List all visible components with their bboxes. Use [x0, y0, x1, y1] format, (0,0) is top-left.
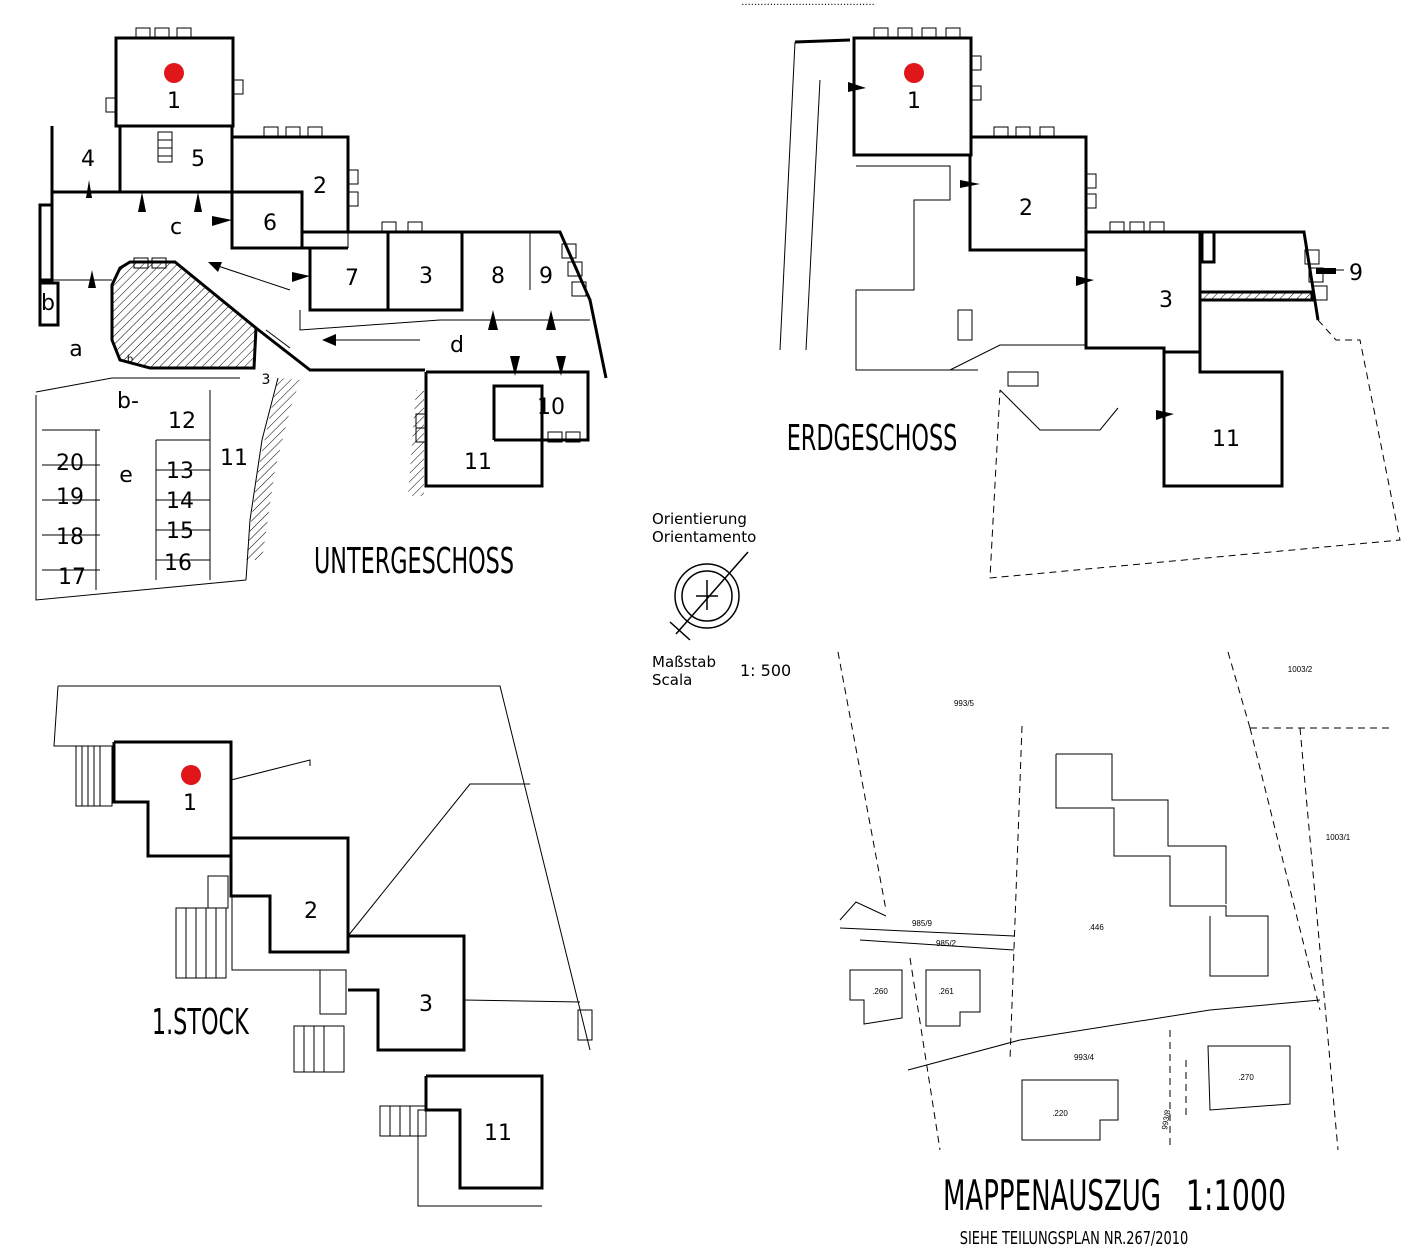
legend-scale-it: Scala: [652, 671, 692, 689]
legend: Orientierung Orientamento Maßstab Scala …: [652, 510, 791, 689]
ug-unit-7-3: [308, 230, 464, 312]
parcel-260: .260: [872, 987, 888, 996]
parcel-220: .220: [1052, 1109, 1068, 1118]
ug-label-8: 8: [491, 264, 505, 289]
eg-unit-11: [1162, 352, 1284, 488]
ug-area-d: d: [450, 333, 464, 358]
ug-area-a: a: [69, 337, 82, 362]
ug-area-b: b: [41, 291, 55, 316]
ug-label-9: 9: [539, 264, 553, 289]
parcel-985-9: 985/9: [912, 919, 933, 928]
parcel-1003-2: 1003/2: [1288, 665, 1313, 674]
ug-unit-2: [232, 135, 350, 234]
ug-area-b2: b: [127, 354, 133, 365]
ug-hatched-core: [110, 260, 258, 370]
ug-parking-19: 19: [56, 485, 84, 510]
ug-label-7: 7: [345, 266, 359, 291]
ug-area-e: e: [119, 463, 133, 488]
eg-label-3: 3: [1159, 288, 1173, 313]
teilungsplan-reference: SIEHE TEILUNGSPLAN NR.267/2010: [960, 1227, 1189, 1249]
legend-orientation-it: Orientamento: [652, 528, 756, 546]
title-mappen-scale: 1:1000: [1186, 1173, 1286, 1221]
untergeschoss-plan: 1 2 3 4 5 6 7 8 9 10 11 a b b c d e b- 3…: [35, 27, 608, 601]
ug-parking-13: 13: [166, 459, 194, 484]
st-label-2: 2: [304, 899, 318, 924]
ug-label-11: 11: [464, 450, 492, 475]
title-1-stock: 1.STOCK: [152, 1002, 250, 1044]
eg-label-2: 2: [1019, 196, 1033, 221]
st-unit-3: [348, 934, 466, 1052]
parcel-993-4: 993/4: [1074, 1053, 1095, 1062]
legend-scale-de: Maßstab: [652, 653, 716, 671]
legend-scale-value: 1: 500: [740, 661, 791, 680]
ug-label-1: 1: [167, 89, 181, 114]
ug-label-6: 6: [263, 211, 277, 236]
ug-area-c: c: [170, 215, 182, 240]
north-arrow-icon: [669, 551, 749, 641]
ug-label-5: 5: [191, 147, 205, 172]
ug-parking-17: 17: [58, 565, 86, 590]
parcel-985-2: 985/2: [936, 939, 957, 948]
eg-unit-3: [1084, 232, 1202, 354]
st-label-3: 3: [419, 992, 433, 1017]
title-erdgeschoss: ERDGESCHOSS: [787, 418, 958, 460]
ug-label-3-small: 3: [262, 372, 271, 388]
st-label-11: 11: [484, 1121, 512, 1146]
st-label-1: 1: [183, 791, 197, 816]
mappenauszug-map: 993/5 1003/2 1003/1 .446 985/9 985/2 .26…: [837, 651, 1390, 1249]
parcel-993-8: 993/8: [1160, 1109, 1172, 1131]
eg-unit-2: [968, 135, 1088, 252]
ug-unit-4-5: [50, 124, 234, 194]
ug-area-b-link: b-: [117, 389, 139, 414]
ug-parking-14: 14: [166, 489, 194, 514]
ug-parking-18: 18: [56, 525, 84, 550]
parcel-446: .446: [1088, 923, 1104, 932]
erdgeschoss-plan: 1 2 3 9 11 ERDGESCHOSS: [779, 27, 1401, 579]
ug-label-4: 4: [81, 147, 95, 172]
ug-parking-12: 12: [168, 409, 196, 434]
legend-orientation-de: Orientierung: [652, 510, 747, 528]
ug-parking-11: 11: [220, 446, 248, 471]
top-caption: ........................................…: [741, 0, 875, 8]
eg-highlight-marker: [904, 63, 924, 83]
ug-parking-15: 15: [166, 519, 194, 544]
parcel-993-5: 993/5: [954, 699, 975, 708]
stock-plan: 1 2 3 11 1.STOCK: [53, 685, 593, 1207]
ug-parking-16: 16: [164, 551, 192, 576]
ug-highlight-marker: [164, 63, 184, 83]
ug-unit-10-11: [424, 370, 590, 488]
title-mappenauszug: MAPPENAUSZUG: [943, 1173, 1161, 1221]
st-highlight-marker: [181, 765, 201, 785]
st-unit-2: [229, 836, 350, 954]
eg-label-1: 1: [907, 89, 921, 114]
parcel-261: .261: [938, 987, 954, 996]
ug-parking-20: 20: [56, 451, 84, 476]
parcel-270: .270: [1238, 1073, 1254, 1082]
title-untergeschoss: UNTERGESCHOSS: [314, 541, 514, 583]
parcel-1003-1: 1003/1: [1326, 833, 1351, 842]
eg-label-9: 9: [1349, 261, 1363, 286]
st-unit-1: [112, 740, 233, 858]
eg-label-11: 11: [1212, 427, 1240, 452]
ug-label-2: 2: [313, 174, 327, 199]
ug-label-10: 10: [537, 395, 565, 420]
ug-label-3: 3: [419, 264, 433, 289]
